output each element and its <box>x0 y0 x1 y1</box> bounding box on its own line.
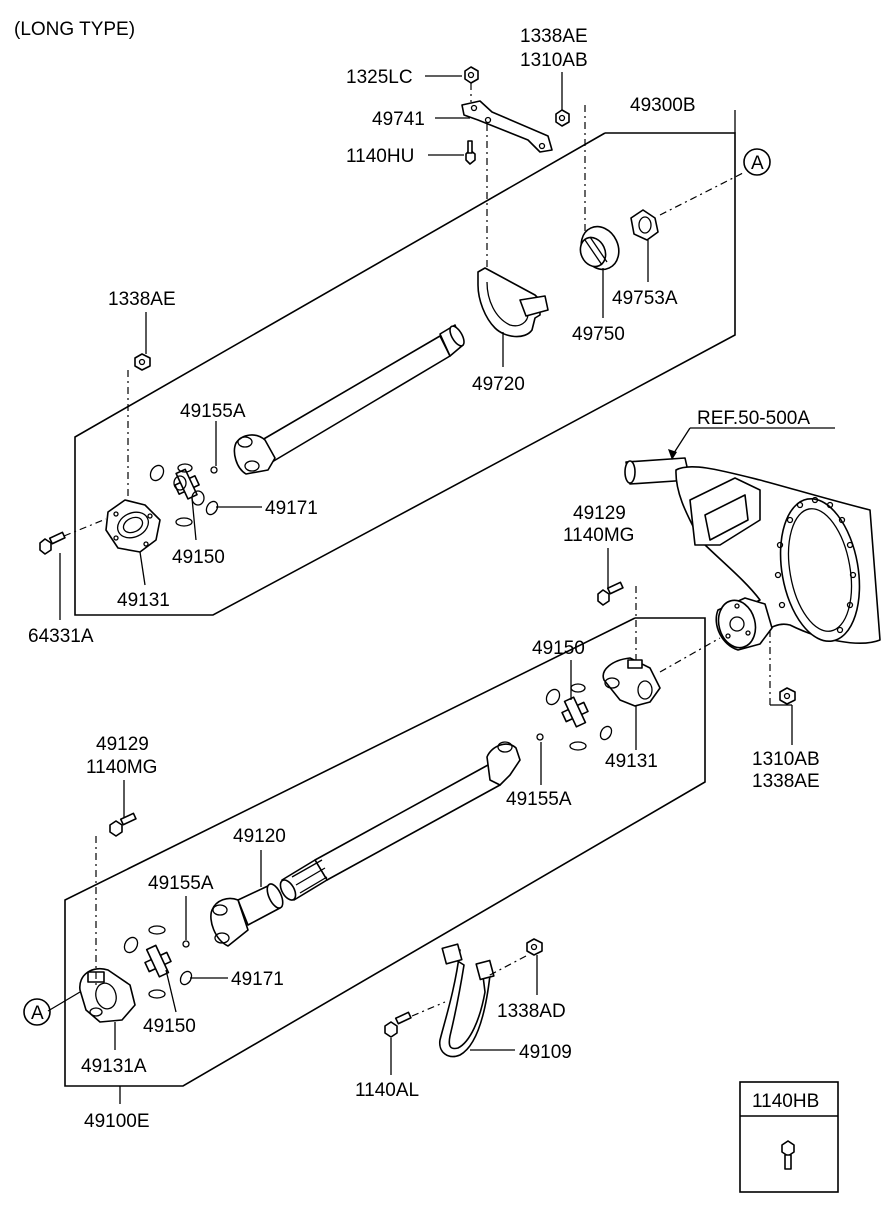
label-49150-right: 49150 <box>532 638 585 659</box>
label-49155A-upper: 49155A <box>180 401 246 422</box>
label-1310AB-top: 1310AB <box>520 50 588 71</box>
label-49300B: 49300B <box>630 95 696 116</box>
bracket-49741 <box>461 100 553 153</box>
flange-49750 <box>579 225 620 271</box>
label-49131-right: 49131 <box>605 751 658 772</box>
label-1338AD: 1338AD <box>497 1001 566 1022</box>
bolt-1140HU <box>465 140 476 165</box>
nut-49753A <box>630 209 659 241</box>
label-REF: REF.50-500A <box>697 408 810 429</box>
nut-1338AE-top <box>555 109 570 127</box>
label-49171-upper: 49171 <box>265 498 318 519</box>
u-joint-49150-right <box>545 683 613 751</box>
label-49129-left: 49129 <box>96 734 149 755</box>
label-64331A: 64331A <box>28 626 94 647</box>
label-A-top: A <box>751 153 764 174</box>
leader-49150-lower <box>165 969 177 1013</box>
label-49109: 49109 <box>519 1042 572 1063</box>
label-49753A: 49753A <box>612 288 678 309</box>
rear-axle-housing <box>624 457 881 651</box>
label-49129-right: 49129 <box>573 503 626 524</box>
label-49720: 49720 <box>472 374 525 395</box>
label-49131A: 49131A <box>81 1056 147 1077</box>
bolt-1140MG-left <box>109 812 137 837</box>
u-joint-49150-upper <box>149 463 219 527</box>
nut-1325LC <box>464 66 479 84</box>
nut-1338AE-left <box>134 353 151 371</box>
label-49150-upper: 49150 <box>172 547 225 568</box>
label-49155A-right: 49155A <box>506 789 572 810</box>
label-1310AB-right: 1310AB <box>752 749 820 770</box>
flange-yoke-49131A <box>79 968 136 1023</box>
bolt-1140MG-right <box>597 581 624 606</box>
diagram-title: (LONG TYPE) <box>14 19 135 40</box>
label-1338AE-left: 1338AE <box>108 289 176 310</box>
label-1338AE-right: 1338AE <box>752 771 820 792</box>
lower-shaft <box>210 741 521 947</box>
label-1140MG-left: 1140MG <box>86 757 157 778</box>
leader-49150-upper <box>191 497 197 541</box>
label-49120: 49120 <box>233 826 286 847</box>
label-49131-upper: 49131 <box>117 590 170 611</box>
legend-box <box>739 1081 839 1193</box>
label-1338AE-top: 1338AE <box>520 26 588 47</box>
label-1140AL: 1140AL <box>355 1080 419 1101</box>
label-1140MG-right: 1140MG <box>563 525 634 546</box>
label-49155A-lower: 49155A <box>148 873 214 894</box>
flange-yoke-49131-right <box>602 657 661 707</box>
nut-1310AB-right <box>779 687 796 705</box>
center-bearing-49720 <box>477 267 549 338</box>
ref-circle-A-top <box>743 148 771 176</box>
label-49100E: 49100E <box>84 1111 150 1132</box>
leader-49131-upper <box>139 551 146 586</box>
label-49741: 49741 <box>372 109 425 130</box>
nut-1338AD <box>526 938 543 956</box>
label-A-bottom: A <box>31 1003 44 1024</box>
grease-fitting-49155A-lower <box>182 940 190 948</box>
grease-fitting-49155A-upper <box>210 466 218 474</box>
label-1140HU: 1140HU <box>346 146 414 167</box>
label-49171-lower: 49171 <box>231 969 284 990</box>
label-49750: 49750 <box>572 324 625 345</box>
label-49150-lower: 49150 <box>143 1016 196 1037</box>
bolt-64331A <box>39 531 66 555</box>
bolt-1140HB-icon <box>781 1140 795 1170</box>
flange-yoke-49131-upper <box>105 499 161 553</box>
bolt-1140AL <box>384 1011 412 1038</box>
u-joint-49150-lower <box>123 925 193 999</box>
upper-shaft <box>233 324 465 475</box>
safety-strap-49109 <box>438 943 495 1058</box>
legend-label: 1140HB <box>752 1091 819 1112</box>
ref-circle-A-bottom <box>23 998 51 1026</box>
lower-assembly-outline <box>64 617 706 1087</box>
grease-fitting-49155A-right <box>536 733 544 741</box>
label-1325LC: 1325LC <box>346 67 413 88</box>
